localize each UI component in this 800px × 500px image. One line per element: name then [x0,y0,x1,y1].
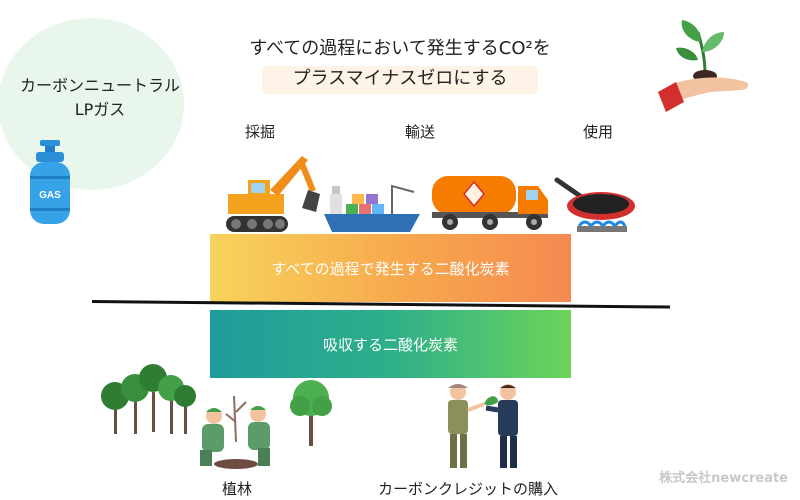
offset-carbon-credit-label: カーボンクレジットの購入 [378,480,559,498]
absorbed-co2-label: 吸収する二酸化炭素 [322,335,458,354]
absorbed-co2-band: 吸収する二酸化炭素 [210,310,571,378]
stage-mining: 採掘 [245,123,276,141]
badge-text: カーボンニュートラル LPガス [0,74,200,122]
stage-usage: 使用 [583,123,614,141]
plant-in-hand-icon [658,20,749,112]
title-highlight [262,66,538,94]
gas-cylinder-icon: GAS [30,140,70,224]
frying-pan-icon [554,177,635,232]
handshake-people-icon [448,384,518,468]
forest-trees-icon [101,364,196,434]
title: すべての過程において発生するCO²を プラスマイナスゼロにする [200,34,600,94]
emitted-co2-label: すべての過程で発生する二酸化炭素 [271,259,510,278]
badge-line1: カーボンニュートラル [19,76,180,95]
title-line1: すべての過程において発生するCO²を [249,38,551,59]
badge-line2: LPガス [74,100,126,119]
title-line2: プラスマイナスゼロにする [292,68,508,89]
emitted-co2-band: すべての過程で発生する二酸化炭素 [210,234,571,302]
watermark: 株式会社newcreate [659,471,788,486]
offset-planting-label: 植林 [222,480,253,498]
gas-label: GAS [39,190,61,201]
cargo-ship-icon [324,184,420,232]
stage-transport: 輸送 [405,123,436,141]
tree-icon [290,380,332,446]
badge-background [0,18,184,190]
excavator-icon [226,156,320,232]
tanker-truck-icon [432,176,548,230]
planting-people-icon [200,395,270,469]
